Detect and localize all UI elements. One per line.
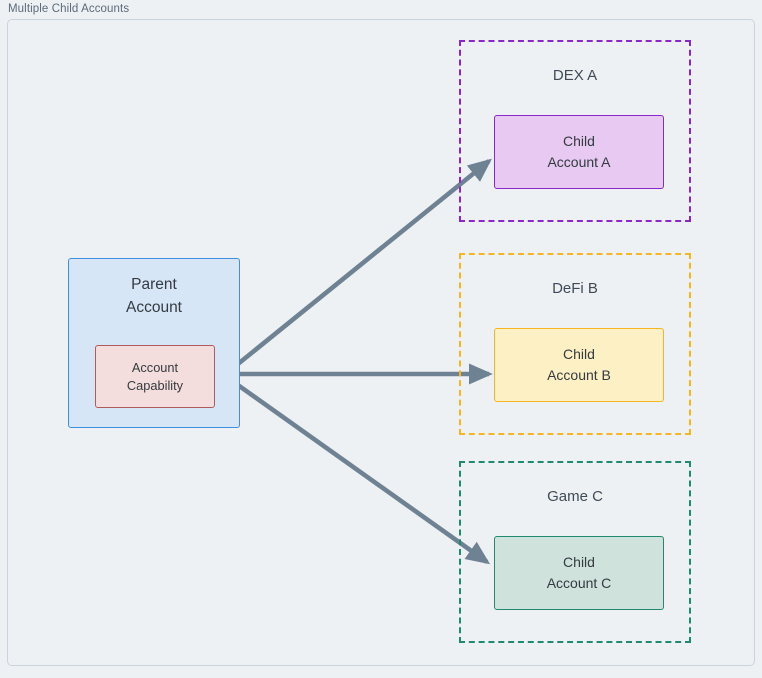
diagram-title: Multiple Child Accounts	[8, 3, 130, 15]
group-game-c-title: Game C	[547, 488, 603, 505]
group-defi-b-title: DeFi B	[552, 280, 598, 297]
group-dex-a-title: DEX A	[552, 67, 598, 84]
